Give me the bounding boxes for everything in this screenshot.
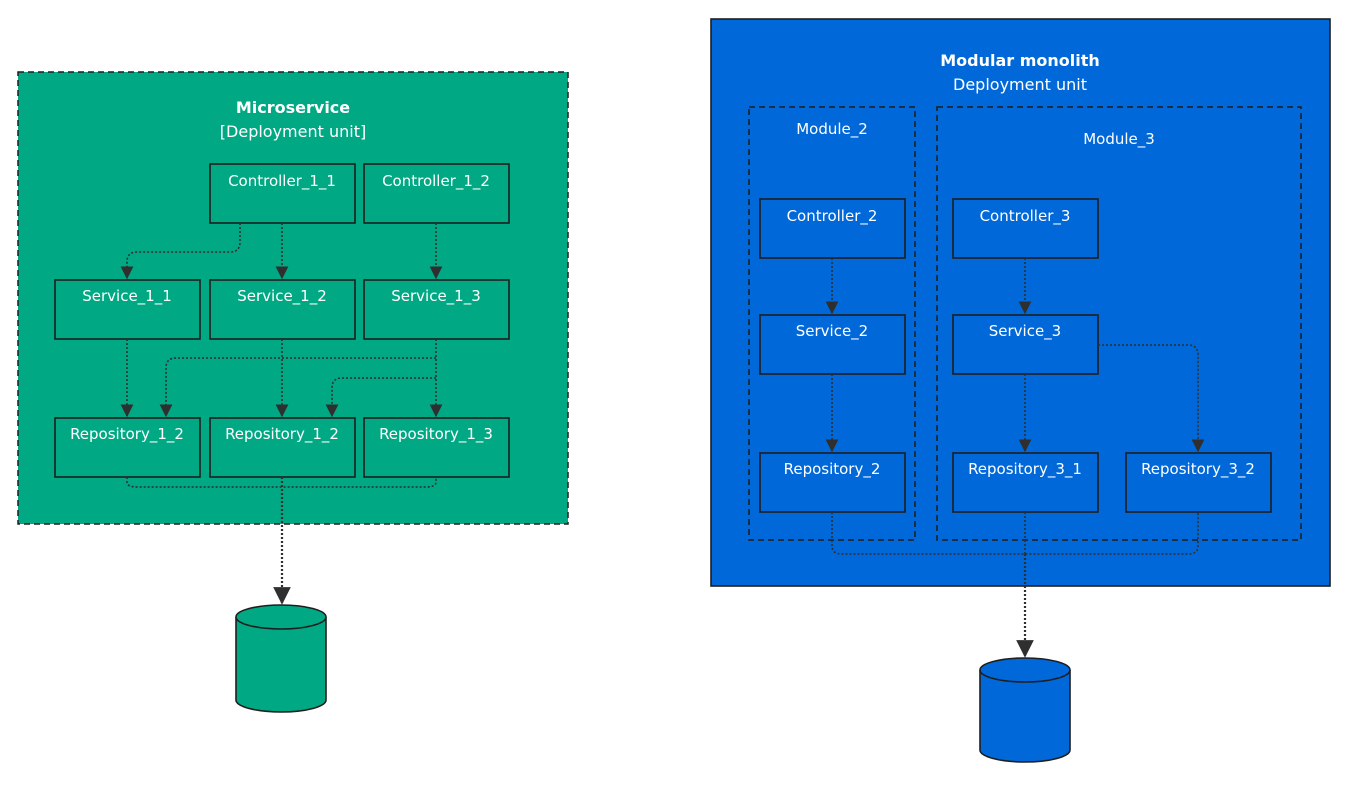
service-1-1-node: Service_1_1 [54, 279, 201, 340]
controller-3-node: Controller_3 [952, 198, 1099, 259]
service-2-box [759, 314, 906, 375]
edge-service-1-3-to-repository-1-2a [159, 357, 436, 418]
microservice-subtitle: [Deployment unit] [220, 122, 366, 141]
controller-3-box [952, 198, 1099, 259]
repository-2-node: Repository_2 [759, 452, 906, 513]
repository-3-2-box [1125, 452, 1272, 513]
module-3: Module_3 Controller_3 Service_3 Reposito… [936, 106, 1302, 541]
service-1-2-box [209, 279, 356, 340]
microservice-title: Microservice [236, 98, 350, 117]
repository-1-2a-node: Repository_1_2 [54, 417, 201, 478]
monolith-container: Modular monolith Deployment unit Module_… [710, 18, 1331, 587]
module-3-label: Module_3 [1083, 130, 1155, 149]
service-2-node: Service_2 [759, 314, 906, 375]
service-1-2-node: Service_1_2 [209, 279, 356, 340]
monolith-db-top [979, 657, 1071, 683]
service-2-label: Service_2 [796, 322, 868, 341]
service-1-3-node: Service_1_3 [363, 279, 510, 340]
microservice-container: Microservice [Deployment unit] Controlle… [17, 71, 569, 605]
repository-2-label: Repository_2 [784, 460, 881, 479]
repository-1-2b-box [209, 417, 356, 478]
microservice-database-icon [235, 604, 327, 713]
service-1-3-label: Service_1_3 [391, 287, 481, 306]
repository-1-3-box [363, 417, 510, 478]
service-3-label: Service_3 [989, 322, 1061, 341]
repository-3-2-node: Repository_3_2 [1125, 452, 1272, 513]
controller-3-label: Controller_3 [980, 207, 1071, 226]
microservice-db-top [235, 604, 327, 630]
repository-1-2b-label: Repository_1_2 [225, 425, 339, 444]
edge-monolith-repositories-join [831, 512, 1199, 555]
module-2-label: Module_2 [796, 120, 868, 139]
repository-3-1-box [952, 452, 1099, 513]
repository-3-2-label: Repository_3_2 [1141, 460, 1255, 479]
controller-1-2-label: Controller_1_2 [382, 172, 490, 191]
service-1-1-label: Service_1_1 [82, 287, 172, 306]
module-3-boundary [936, 106, 1302, 541]
monolith-database-icon [979, 657, 1071, 763]
controller-1-2-box [363, 163, 510, 224]
repository-1-2b-node: Repository_1_2 [209, 417, 356, 478]
repository-1-3-label: Repository_1_3 [379, 425, 493, 444]
edge-controller-1-1-to-service-1-1 [120, 223, 241, 280]
repository-1-2a-label: Repository_1_2 [70, 425, 184, 444]
microservice-db-body [235, 617, 327, 713]
service-3-box [952, 314, 1099, 375]
repository-1-2a-box [54, 417, 201, 478]
controller-1-1-label: Controller_1_1 [228, 172, 336, 191]
controller-2-node: Controller_2 [759, 198, 906, 259]
repository-3-1-node: Repository_3_1 [952, 452, 1099, 513]
controller-1-1-node: Controller_1_1 [209, 163, 356, 224]
module-2: Module_2 Controller_2 Service_2 Reposito… [748, 106, 916, 541]
service-3-node: Service_3 [952, 314, 1099, 375]
repository-1-3-node: Repository_1_3 [363, 417, 510, 478]
controller-2-label: Controller_2 [787, 207, 878, 226]
monolith-db-body [979, 670, 1071, 763]
monolith-title: Modular monolith [940, 51, 1100, 70]
monolith-subtitle: Deployment unit [953, 75, 1087, 94]
service-1-2-label: Service_1_2 [237, 287, 327, 306]
controller-1-2-node: Controller_1_2 [363, 163, 510, 224]
controller-1-1-box [209, 163, 356, 224]
service-1-3-box [363, 279, 510, 340]
repository-3-1-label: Repository_3_1 [968, 460, 1082, 479]
